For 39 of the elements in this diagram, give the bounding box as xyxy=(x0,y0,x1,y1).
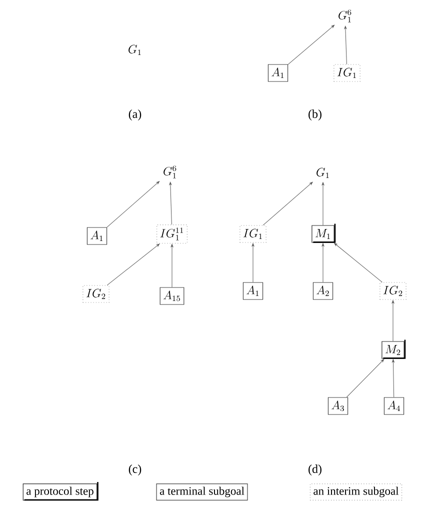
interim-subgoal-box: $IG_1$ xyxy=(240,225,266,243)
arrow xyxy=(322,243,324,282)
interim-subgoal-box: $IG_1^{11}$ xyxy=(156,224,188,244)
legend-entry: a terminal subgoal xyxy=(156,483,248,501)
arrow xyxy=(169,182,172,225)
terminal-subgoal-box: $A_{15}$ xyxy=(160,287,184,305)
arrow xyxy=(346,359,384,398)
arrow xyxy=(392,359,394,398)
arrow xyxy=(334,243,382,282)
subfigure-label: (d) xyxy=(308,464,322,476)
arrow xyxy=(106,244,160,286)
legend-entry: a protocol step xyxy=(22,482,98,501)
arrow xyxy=(392,300,394,342)
subfigure-label: (b) xyxy=(308,110,322,120)
arrow xyxy=(288,24,334,65)
interim-subgoal-box: $IG_1$ xyxy=(334,64,360,82)
arrow xyxy=(344,26,347,64)
arrow xyxy=(322,182,324,226)
terminal-subgoal-box: $A_3$ xyxy=(328,397,348,415)
goal-label: $G_1$ xyxy=(316,168,329,178)
legend-entry: an interim subgoal xyxy=(310,483,402,501)
terminal-subgoal-box: $A_2$ xyxy=(312,282,334,300)
goal-label: $G_1^6$ xyxy=(338,10,352,22)
terminal-subgoal-box: $A_1$ xyxy=(242,282,264,300)
arrow xyxy=(106,181,160,228)
protocol-step-box: $M_1$ xyxy=(312,224,336,243)
goal-label: $G_1^6$ xyxy=(164,166,176,178)
goal-label: $G_1$ xyxy=(128,44,141,55)
interim-subgoal-box: $IG_2$ xyxy=(82,285,110,303)
interim-subgoal-box: $IG_2$ xyxy=(380,282,406,300)
terminal-subgoal-box: $A_4$ xyxy=(384,397,404,415)
arrow xyxy=(170,244,174,288)
arrow xyxy=(252,243,254,282)
subfigure-label: (a) xyxy=(128,110,142,120)
subfigure-label: (c) xyxy=(128,464,142,476)
terminal-subgoal-box: $A_1$ xyxy=(86,227,108,245)
arrow xyxy=(262,182,313,226)
terminal-subgoal-box: $A_1$ xyxy=(268,64,288,82)
protocol-step-box: $M_2$ xyxy=(382,340,406,359)
